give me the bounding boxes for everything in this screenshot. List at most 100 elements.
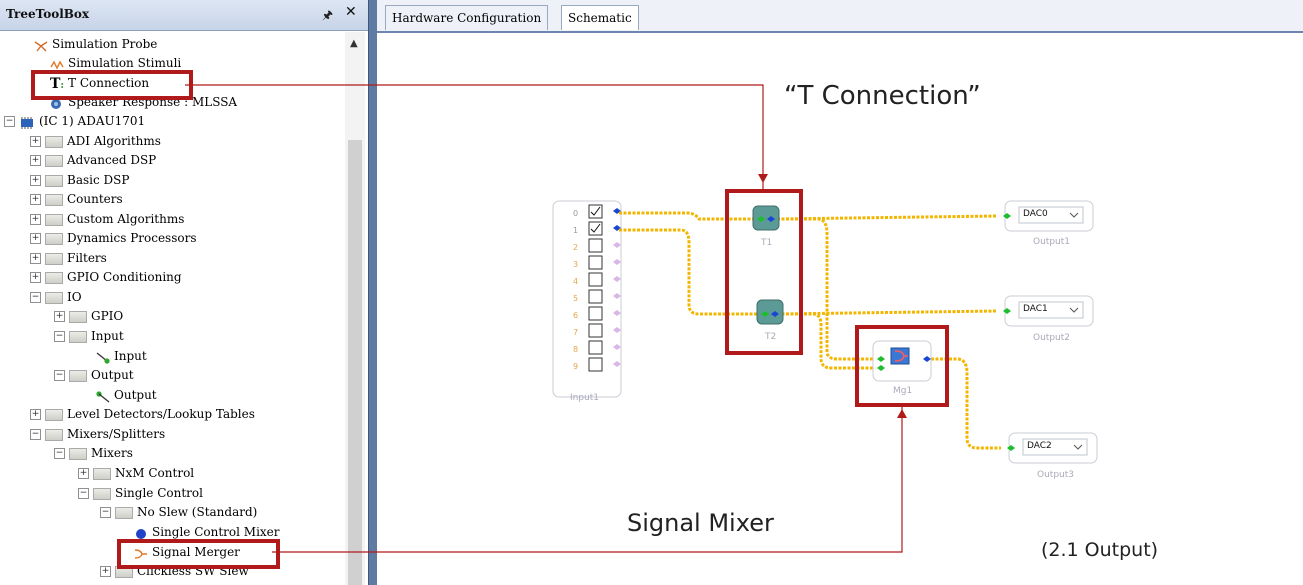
dac1-select-value[interactable]: DAC1 [1023, 304, 1048, 314]
tree-item-input-folder[interactable]: −Input [54, 327, 124, 346]
collapse-icon[interactable]: − [54, 331, 65, 342]
collapse-icon[interactable]: − [100, 507, 111, 518]
t1-block[interactable] [752, 205, 780, 231]
expand-icon[interactable]: + [30, 272, 41, 283]
input-pin-connector[interactable] [613, 361, 621, 367]
tree-item-t-connection[interactable]: T:T Connection [50, 74, 149, 93]
tree-item-gpio-conditioning[interactable]: +GPIO Conditioning [30, 268, 182, 287]
collapse-icon[interactable]: − [30, 429, 41, 440]
collapse-icon[interactable]: − [54, 448, 65, 459]
tree-scrollbar[interactable]: ▲ [345, 32, 365, 585]
t-connection-icon: T: [50, 75, 65, 92]
dac2-select-value[interactable]: DAC2 [1027, 441, 1052, 451]
tree-item-simulation-stimuli[interactable]: Simulation Stimuli [50, 54, 181, 73]
expand-icon[interactable]: + [100, 566, 111, 577]
output3-block[interactable] [1007, 432, 1098, 464]
tree-item-label: Input [114, 349, 147, 363]
pin-icon[interactable]: 🖈 [322, 8, 334, 22]
t2-label: T2 [765, 332, 777, 342]
input-pin-checkbox[interactable] [588, 255, 603, 270]
tree-item-signal-merger[interactable]: Signal Merger [134, 543, 240, 562]
tree-item-dynamics-processors[interactable]: +Dynamics Processors [30, 229, 197, 248]
connector-signal-merger [377, 405, 903, 553]
collapse-icon[interactable]: − [4, 116, 15, 127]
tree-item-mixers[interactable]: − Mixers [54, 444, 133, 463]
input-pin-connector[interactable] [613, 344, 621, 350]
expand-icon[interactable]: + [30, 409, 41, 420]
tree-item-ic1[interactable]: −(IC 1) ADAU1701 [4, 112, 145, 131]
folder-icon [45, 252, 63, 265]
tree-item-filters[interactable]: +Filters [30, 249, 107, 268]
tree-item-io[interactable]: −IO [30, 288, 82, 307]
input-pin-connector[interactable] [613, 242, 621, 248]
expand-icon[interactable]: + [30, 214, 41, 225]
tree-item-input[interactable]: Input [96, 347, 147, 366]
input-pin-checkbox[interactable] [588, 323, 603, 338]
tree-item-single-control-mixer[interactable]: Single Control Mixer [134, 523, 280, 542]
tree-item-label: Mixers [91, 446, 133, 460]
close-icon[interactable]: ✕ [345, 4, 357, 20]
input-pin-connector[interactable] [613, 276, 621, 282]
input-pin-connector[interactable] [613, 259, 621, 265]
tree-item-simulation-probe[interactable]: Simulation Probe [34, 35, 157, 54]
input-pin-checkbox[interactable] [588, 306, 603, 321]
input-pin-checkbox[interactable] [588, 272, 603, 287]
expand-icon[interactable]: + [30, 194, 41, 205]
tree-item-nxm-control[interactable]: +NxM Control [78, 464, 194, 483]
output2-block[interactable] [1003, 295, 1094, 327]
input-pin-checkbox[interactable] [588, 238, 603, 253]
tree-toolbox-title: TreeToolBox [6, 7, 90, 21]
tree-item-output[interactable]: Output [96, 386, 157, 405]
tree-item-mixers-splitters[interactable]: −Mixers/Splitters [30, 425, 165, 444]
expand-icon[interactable]: + [30, 136, 41, 147]
tree-item-gpio[interactable]: +GPIO [54, 307, 123, 326]
expand-icon[interactable]: + [30, 253, 41, 264]
tree-item-label: No Slew (Standard) [137, 505, 258, 519]
tab-hardware-configuration[interactable]: Hardware Configuration [385, 5, 549, 30]
callout-signal-mixer: Signal Mixer [627, 509, 774, 537]
tree-item-output-folder[interactable]: −Output [54, 366, 134, 385]
input-pin-connector[interactable] [613, 327, 621, 333]
input-block[interactable] [552, 200, 622, 398]
folder-icon [69, 330, 87, 343]
scroll-up-icon[interactable]: ▲ [350, 38, 358, 49]
input-pin-checkbox[interactable] [588, 289, 603, 304]
wire-in0-t1 [619, 211, 763, 221]
output1-block[interactable] [1003, 200, 1094, 232]
collapse-icon[interactable]: − [78, 488, 89, 499]
tree-item-counters[interactable]: +Counters [30, 190, 123, 209]
tree-item-level-detectors[interactable]: +Level Detectors/Lookup Tables [30, 405, 255, 424]
expand-icon[interactable]: + [30, 175, 41, 186]
scrollbar-thumb[interactable] [348, 140, 362, 585]
merger-icon [134, 547, 148, 559]
expand-icon[interactable]: + [30, 233, 41, 244]
tree-item-no-slew[interactable]: − No Slew (Standard) [100, 503, 257, 522]
collapse-icon[interactable]: − [54, 370, 65, 381]
input-pin-connector[interactable] [613, 310, 621, 316]
t2-block[interactable] [756, 299, 784, 325]
tree-item-label: ADI Algorithms [67, 134, 161, 148]
expand-icon[interactable]: + [54, 311, 65, 322]
tree-item-advanced-dsp[interactable]: +Advanced DSP [30, 151, 156, 170]
collapse-icon[interactable]: − [30, 292, 41, 303]
tree-item-adi-algorithms[interactable]: + ADI Algorithms [30, 132, 161, 151]
expand-icon[interactable]: + [30, 155, 41, 166]
tree-item-basic-dsp[interactable]: +Basic DSP [30, 171, 129, 190]
tree-item-single-control[interactable]: −Single Control [78, 484, 203, 503]
input-pin-checkbox[interactable] [588, 357, 603, 372]
tab-schematic[interactable]: Schematic [561, 5, 639, 30]
dac0-select-value[interactable]: DAC0 [1023, 209, 1048, 219]
folder-icon [45, 408, 63, 421]
input-pin-checkbox[interactable] [588, 204, 603, 219]
expand-icon[interactable]: + [78, 468, 89, 479]
input-pin-checkbox[interactable] [588, 340, 603, 355]
tree-item-custom-algorithms[interactable]: +Custom Algorithms [30, 210, 184, 229]
input-pin-checkbox[interactable] [588, 221, 603, 236]
input-pin-connector[interactable] [613, 293, 621, 299]
merger-block[interactable] [872, 340, 932, 382]
tree-toolbox-panel: TreeToolBox 🖈 ✕ Simulation Probe Simulat… [0, 0, 369, 585]
tree-item-label: T Connection [68, 76, 150, 90]
